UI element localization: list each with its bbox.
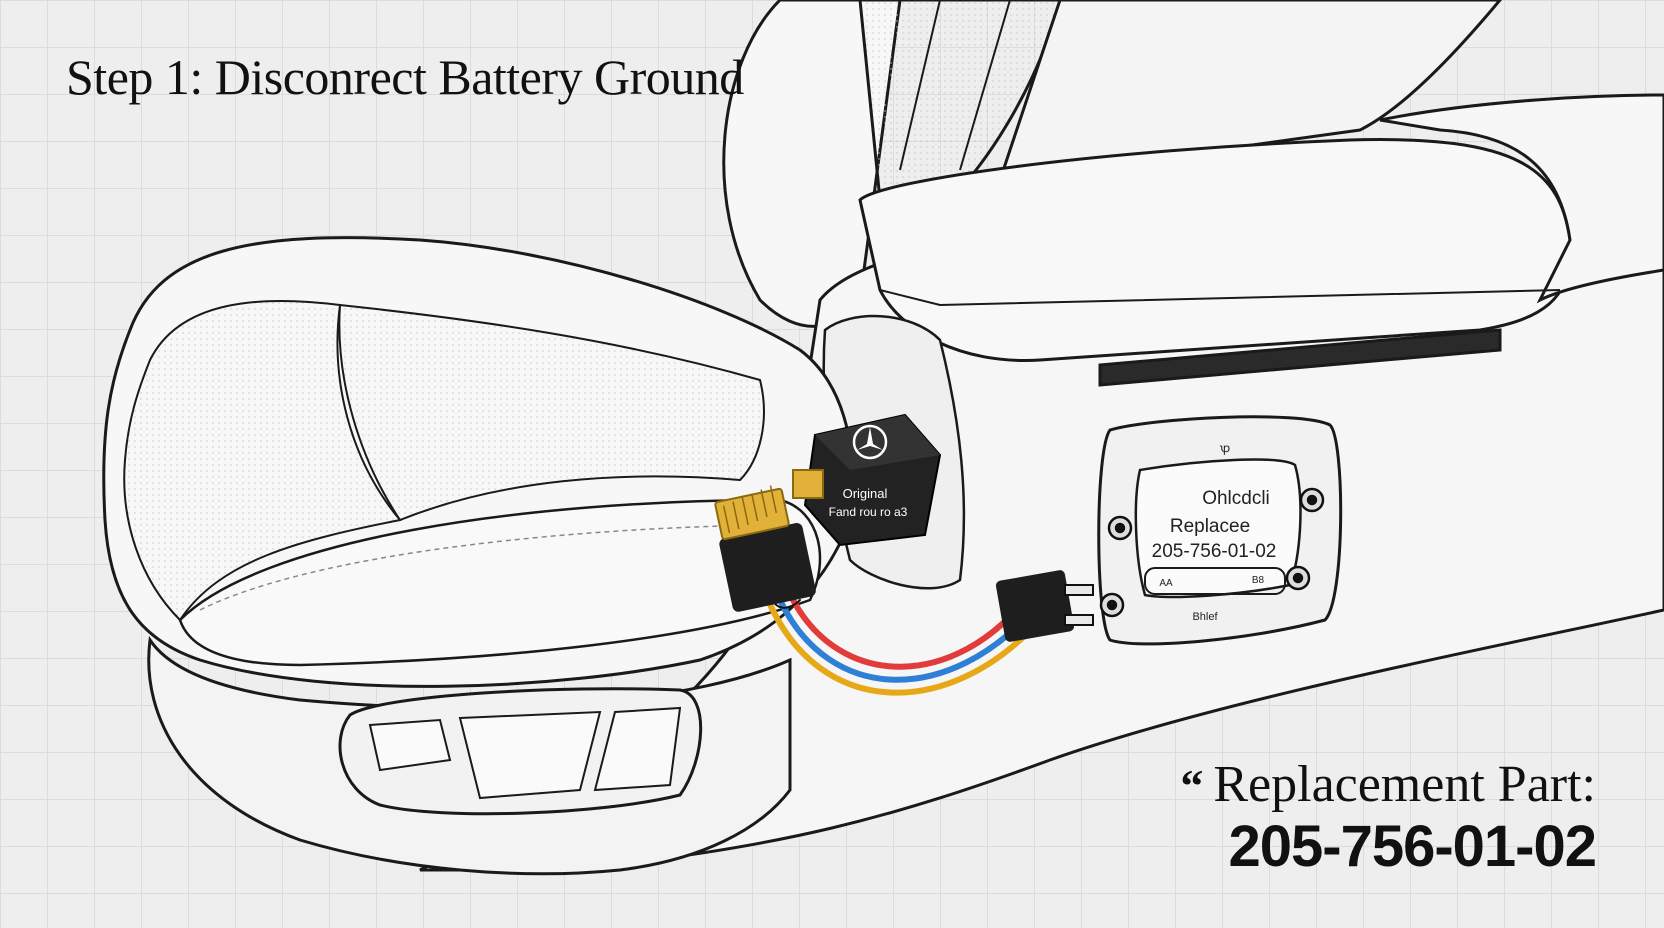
panel-left-code: AA bbox=[1159, 578, 1173, 589]
seat-adjust-switch bbox=[338, 687, 703, 816]
callout-label-row: “Replacement Part: bbox=[1180, 756, 1596, 815]
seat-backrest bbox=[722, 0, 1502, 328]
module-label-line1: Original bbox=[843, 486, 888, 501]
part-label-panel: ꝕ Ohlcdcli Replacee 205-756-01-02 AA B8 … bbox=[1097, 415, 1343, 646]
step-title: Step 1: Disconrect Battery Ground bbox=[66, 49, 744, 105]
callout-label: Replacement Part: bbox=[1213, 756, 1596, 813]
panel-line3: 205-756-01-02 bbox=[1152, 541, 1277, 562]
panel-right-code: B8 bbox=[1252, 575, 1265, 586]
control-module: Original Fand rou ro a3 bbox=[792, 413, 942, 547]
panel-footer: Bhlef bbox=[1192, 611, 1218, 623]
replacement-callout: “Replacement Part: 205-756-01-02 bbox=[1180, 756, 1597, 879]
mercedes-star-icon bbox=[852, 424, 888, 460]
quote-mark: “ bbox=[1180, 760, 1204, 811]
callout-part-number: 205-756-01-02 bbox=[1228, 814, 1597, 879]
panel-top-mark: ꝕ bbox=[1220, 441, 1230, 455]
screw-icon bbox=[1099, 487, 1325, 618]
wire-blue bbox=[777, 597, 1038, 683]
harness-connector bbox=[714, 485, 816, 612]
console-plug bbox=[995, 570, 1094, 642]
panel-line1: Ohlcdcli bbox=[1202, 488, 1270, 509]
panel-line2: Replacee bbox=[1170, 516, 1250, 537]
wire-red bbox=[789, 593, 1031, 670]
wire-yellow bbox=[765, 597, 1043, 696]
wiring-harness bbox=[765, 559, 1043, 696]
module-label-line2: Fand rou ro a3 bbox=[829, 505, 908, 519]
